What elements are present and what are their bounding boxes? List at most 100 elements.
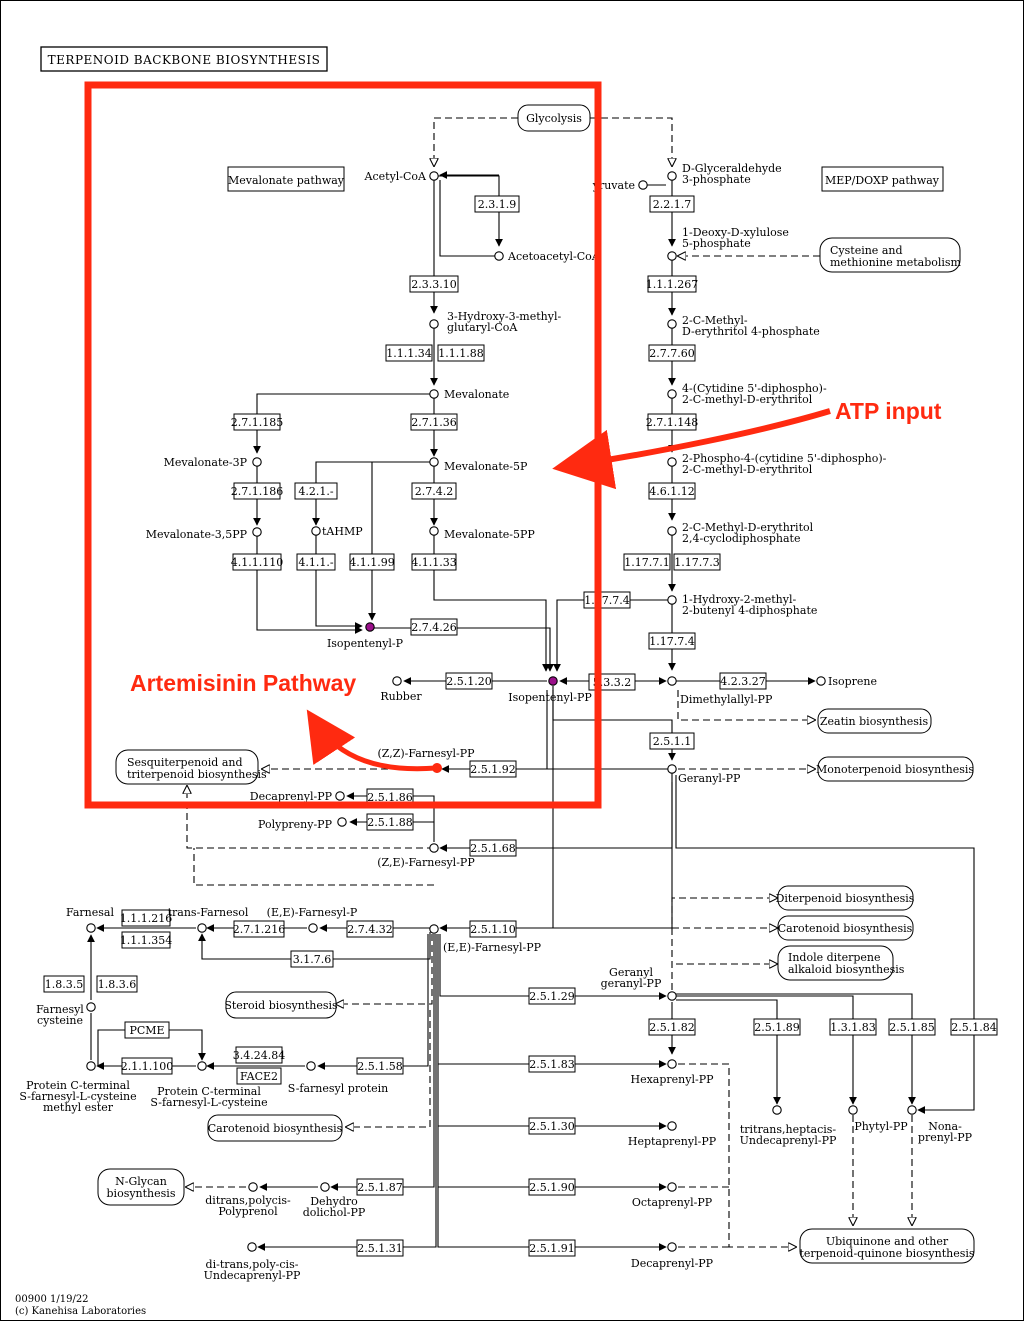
enzyme-1-1-1-34[interactable]: 1.1.1.34 <box>385 344 433 362</box>
enzyme-1-1-1-216[interactable]: 1.1.1.216 <box>120 909 172 927</box>
compound-decaprenyl[interactable]: Decaprenyl-PP <box>631 1242 714 1270</box>
enzyme-2-7-1-185[interactable]: 2.7.1.185 <box>231 413 283 431</box>
compound-ip[interactable]: Isopentenyl-P <box>327 622 404 650</box>
compound-decaprenylpp_top[interactable]: Decaprenyl-PP <box>250 790 345 803</box>
map-glycolysis[interactable]: Glycolysis <box>517 104 591 132</box>
compound-rubber[interactable]: Rubber <box>380 676 422 703</box>
enzyme-2-5-1-89[interactable]: 2.5.1.89 <box>753 1018 801 1036</box>
enzyme-2-5-1-20[interactable]: 2.5.1.20 <box>445 672 493 690</box>
compound-farnesal[interactable]: Farnesal <box>66 906 114 933</box>
enzyme-2-7-1-148[interactable]: 2.7.1.148 <box>646 413 698 431</box>
compound-hmbpp[interactable]: 1-Hydroxy-2-methyl-2-butenyl 4-diphospha… <box>667 593 818 617</box>
enzyme-2-7-1-216[interactable]: 2.7.1.216 <box>233 920 285 938</box>
compound-mev35pp[interactable]: Mevalonate-3,5PP <box>146 527 262 541</box>
enzyme-2-7-4-32[interactable]: 2.7.4.32 <box>346 920 394 938</box>
compound-transfarnesol[interactable]: trans-Farnesol <box>168 906 249 933</box>
compound-mev5p[interactable]: Mevalonate-5P <box>429 457 528 473</box>
enzyme-1-17-7-3[interactable]: 1.17.7.3 <box>673 553 721 571</box>
enzyme-2-5-1-83[interactable]: 2.5.1.83 <box>528 1055 576 1073</box>
enzyme-2-7-4-26[interactable]: 2.7.4.26 <box>410 618 458 636</box>
enzyme-2-7-1-36[interactable]: 2.7.1.36 <box>410 413 458 431</box>
compound-mevalonate[interactable]: Mevalonate <box>429 388 509 401</box>
enzyme-2-3-3-10[interactable]: 2.3.3.10 <box>409 275 459 293</box>
compound-cdpmep[interactable]: 2-Phospho-4-(cytidine 5'-diphospho)-2-C-… <box>667 452 887 476</box>
compound-hexaprenyl[interactable]: Hexaprenyl-PP <box>630 1059 714 1086</box>
enzyme-1-17-7-1[interactable]: 1.17.7.1 <box>623 553 671 571</box>
enzyme-1-17-7-4[interactable]: 1.17.7.4 <box>648 632 696 650</box>
enzyme-pcme[interactable]: PCME <box>124 1021 170 1039</box>
enzyme-2-5-1-82[interactable]: 2.5.1.82 <box>648 1018 696 1036</box>
compound-octaprenyl[interactable]: Octaprenyl-PP <box>632 1182 713 1209</box>
enzyme-2-5-1-10[interactable]: 2.5.1.10 <box>469 920 517 938</box>
compound-eefp[interactable]: (E,E)-Farnesyl-P <box>267 906 358 933</box>
compound-hmgcoa[interactable]: 3-Hydroxy-3-methyl-glutaryl-CoA <box>429 310 562 334</box>
enzyme-2-5-1-88[interactable]: 2.5.1.88 <box>366 813 414 831</box>
compound-tahmp[interactable]: tAHMP <box>311 525 363 538</box>
map-diterpenoid[interactable]: Diterpenoid biosynthesis <box>776 885 915 911</box>
enzyme-2-5-1-30[interactable]: 2.5.1.30 <box>528 1117 576 1135</box>
enzyme-2-5-1-85[interactable]: 2.5.1.85 <box>888 1018 936 1036</box>
compound-sfarnprot[interactable]: S-farnesyl protein <box>288 1061 388 1095</box>
enzyme-2-5-1-87[interactable]: 2.5.1.87 <box>356 1178 404 1196</box>
map-monoterpenoid[interactable]: Monoterpenoid biosynthesis <box>816 756 974 782</box>
compound-mev5pp[interactable]: Mevalonate-5PP <box>429 526 536 541</box>
box-mep-doxp-pathway[interactable]: MEP/DOXP pathway <box>821 166 944 192</box>
enzyme-1-17-7-4[interactable]: 1.17.7.4 <box>583 591 631 609</box>
map-steroid[interactable]: Steroid biosynthesis <box>224 991 338 1019</box>
enzyme-face2[interactable]: FACE2 <box>236 1067 282 1085</box>
enzyme-4-2-1--[interactable]: 4.2.1.- <box>294 482 338 500</box>
enzyme-4-1-1-110[interactable]: 4.1.1.110 <box>231 553 283 571</box>
enzyme-4-1-1--[interactable]: 4.1.1.- <box>296 553 336 571</box>
compound-heptaprenyl[interactable]: Heptaprenyl-PP <box>628 1121 717 1148</box>
enzyme-2-5-1-92[interactable]: 2.5.1.92 <box>469 760 517 778</box>
compound-cdpme[interactable]: 4-(Cytidine 5'-diphospho)-2-C-methyl-D-e… <box>667 382 827 406</box>
enzyme-4-2-3-27[interactable]: 4.2.3.27 <box>719 672 767 690</box>
enzyme-2-5-1-31[interactable]: 2.5.1.31 <box>356 1239 404 1257</box>
compound-acetoacetylcoa[interactable]: Acetoacetyl-CoA <box>494 250 601 263</box>
enzyme-1-3-1-83[interactable]: 1.3.1.83 <box>829 1018 877 1036</box>
enzyme-1-1-1-267[interactable]: 1.1.1.267 <box>646 275 698 293</box>
compound-mev3p[interactable]: Mevalonate-3P <box>164 456 262 469</box>
compound-eefpp[interactable]: (E,E)-Farnesyl-PP <box>429 924 542 954</box>
enzyme-4-1-1-33[interactable]: 4.1.1.33 <box>411 553 457 571</box>
enzyme-4-6-1-12[interactable]: 4.6.1.12 <box>648 482 696 500</box>
enzyme-2-5-1-1[interactable]: 2.5.1.1 <box>649 732 695 750</box>
enzyme-1-1-1-88[interactable]: 1.1.1.88 <box>437 344 485 362</box>
enzyme-2-5-1-91[interactable]: 2.5.1.91 <box>528 1239 576 1257</box>
compound-acetylcoa[interactable]: Acetyl-CoA <box>364 170 439 183</box>
compound-polyprenypp[interactable]: Polypreny-PP <box>258 817 347 831</box>
enzyme-1-8-3-5[interactable]: 1.8.3.5 <box>43 975 85 993</box>
compound-gpp[interactable]: Geranyl-PP <box>667 764 741 785</box>
compound-mecpp[interactable]: 2-C-Methyl-D-erythritol2,4-cyclodiphosph… <box>667 521 814 545</box>
compound-zefpp[interactable]: (Z,E)-Farnesyl-PP <box>377 843 475 869</box>
enzyme-2-5-1-86[interactable]: 2.5.1.86 <box>366 788 414 806</box>
enzyme-2-7-4-2[interactable]: 2.7.4.2 <box>411 482 457 500</box>
compound-mep[interactable]: 2-C-Methyl-D-erythritol 4-phosphate <box>667 314 820 338</box>
enzyme-2-7-1-186[interactable]: 2.7.1.186 <box>231 482 283 500</box>
enzyme-2-1-1-100[interactable]: 2.1.1.100 <box>121 1057 173 1075</box>
enzyme-2-5-1-29[interactable]: 2.5.1.29 <box>528 987 576 1005</box>
enzyme-1-8-3-6[interactable]: 1.8.3.6 <box>96 975 138 993</box>
compound-ipp[interactable]: Isopentenyl-PP <box>508 676 592 704</box>
enzyme-3-1-7-6[interactable]: 3.1.7.6 <box>290 950 334 968</box>
compound-dmapp[interactable]: Dimethylallyl-PP <box>667 676 773 706</box>
enzyme-2-3-1-9[interactable]: 2.3.1.9 <box>474 195 520 213</box>
enzyme-3-4-24-84[interactable]: 3.4.24.84 <box>233 1046 285 1064</box>
enzyme-2-5-1-58[interactable]: 2.5.1.58 <box>356 1057 404 1075</box>
compound-nonaprenyl[interactable]: Nona-prenyl-PP <box>907 1105 973 1144</box>
enzyme-2-5-1-68[interactable]: 2.5.1.68 <box>469 839 517 857</box>
enzyme-2-5-1-84[interactable]: 2.5.1.84 <box>950 1018 998 1036</box>
map-carotenoid-left[interactable]: Carotenoid biosynthesis <box>207 1114 343 1142</box>
enzyme-2-2-1-7[interactable]: 2.2.1.7 <box>649 195 695 213</box>
enzyme-1-1-1-354[interactable]: 1.1.1.354 <box>120 931 172 949</box>
compound-ditrans[interactable]: ditrans,polycis-Polyprenol <box>205 1182 291 1218</box>
compound-tritrans[interactable]: tritrans,heptacis-Undecaprenyl-PP <box>740 1105 837 1147</box>
compound-ditranspolycis[interactable]: di-trans,poly-cis-Undecaprenyl-PP <box>204 1242 301 1282</box>
